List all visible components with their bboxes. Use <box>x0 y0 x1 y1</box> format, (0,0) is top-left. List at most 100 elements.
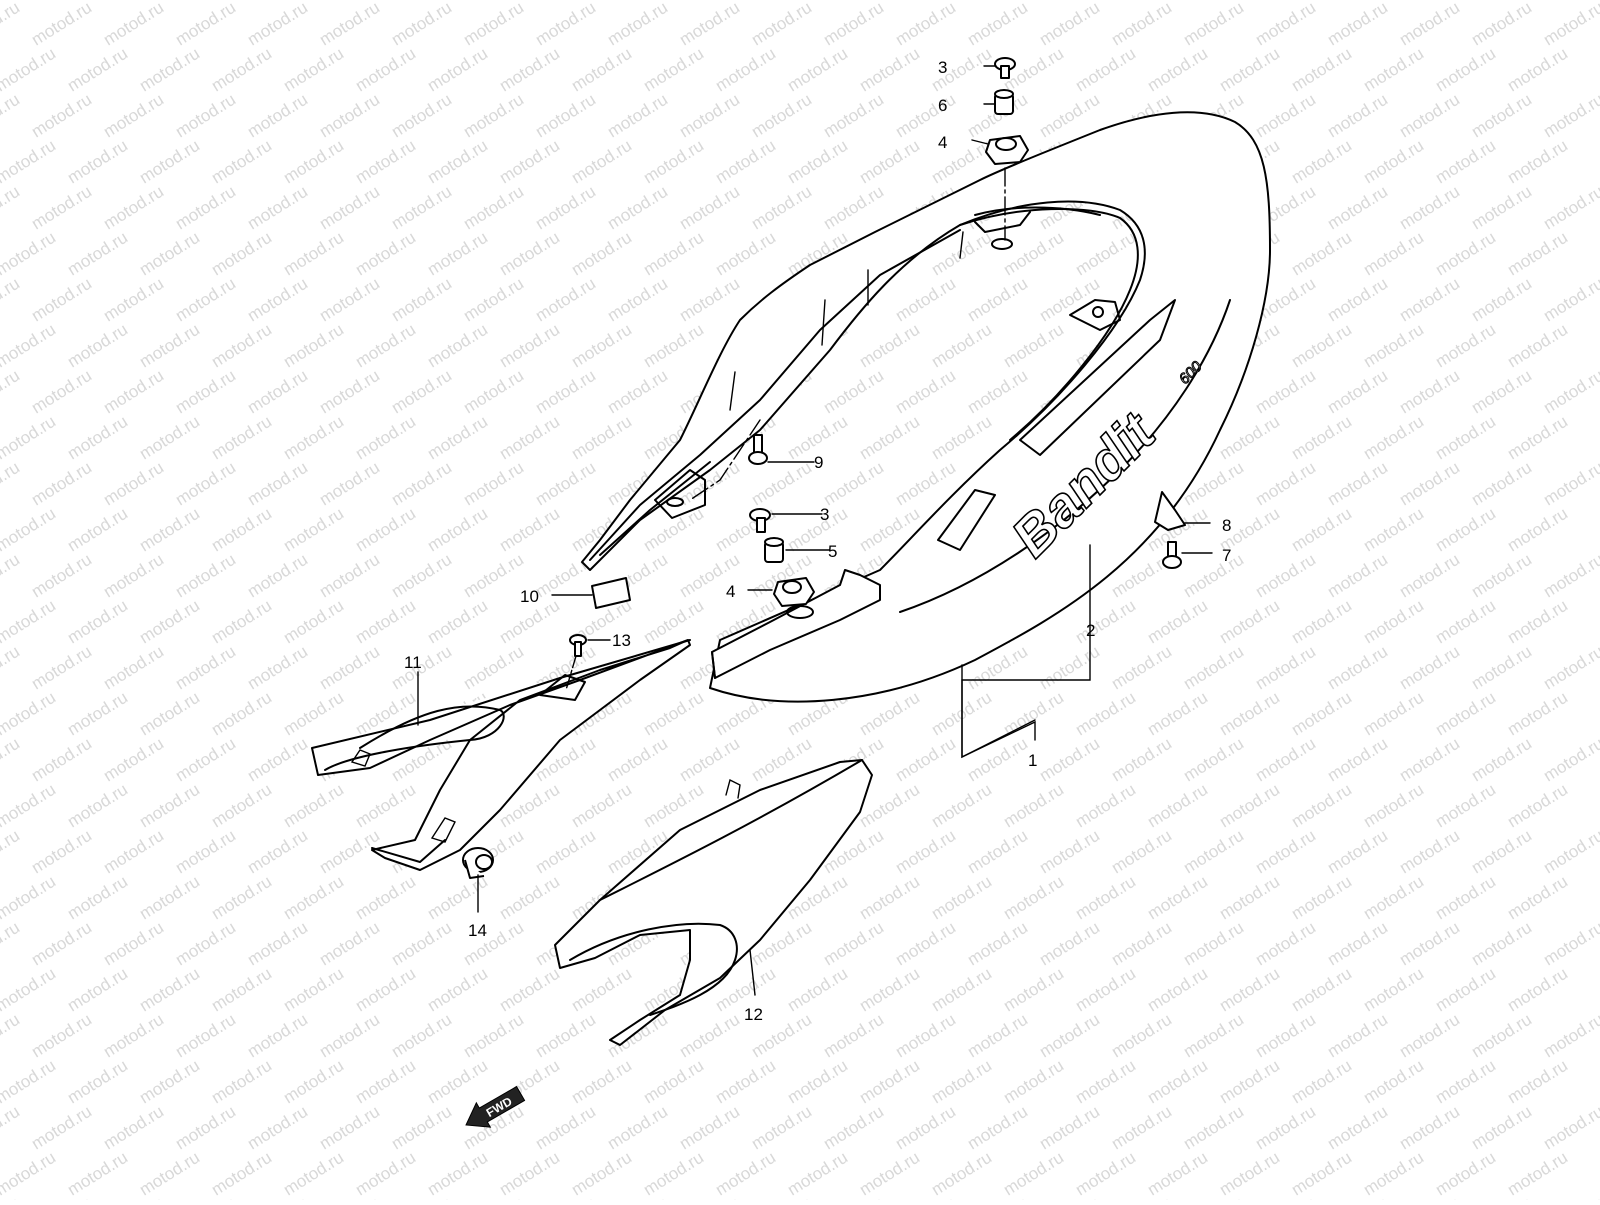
watermark-text: motod.ru <box>244 734 311 786</box>
watermark-text: motod.ru <box>388 550 455 602</box>
watermark-text: motod.ru <box>1288 964 1355 1016</box>
watermark-text: motod.ru <box>352 412 419 464</box>
watermark-text: motod.ru <box>460 274 527 326</box>
watermark-text: motod.ru <box>1216 964 1283 1016</box>
watermark-text: motod.ru <box>1288 320 1355 372</box>
watermark-text: motod.ru <box>1468 550 1535 602</box>
watermark-text: motod.ru <box>1288 136 1355 188</box>
watermark-text: motod.ru <box>532 1010 599 1062</box>
watermark-text: motod.ru <box>1396 1102 1463 1154</box>
watermark-text: motod.ru <box>1396 734 1463 786</box>
watermark-text: motod.ru <box>388 1102 455 1154</box>
watermark-text: motod.ru <box>316 642 383 694</box>
watermark-text: motod.ru <box>136 44 203 96</box>
watermark-text: motod.ru <box>0 918 23 970</box>
watermark-text: motod.ru <box>460 642 527 694</box>
watermark-text: motod.ru <box>1504 320 1571 372</box>
watermark-text: motod.ru <box>460 550 527 602</box>
watermark-text: motod.ru <box>100 458 167 510</box>
callout-7: 7 <box>1222 546 1231 565</box>
watermark-text: motod.ru <box>1540 458 1600 510</box>
watermark-text: motod.ru <box>0 642 23 694</box>
watermark-text: motod.ru <box>208 0 275 3</box>
watermark-text: motod.ru <box>0 320 59 372</box>
watermark-text: motod.ru <box>964 1194 1031 1200</box>
watermark-text: motod.ru <box>1504 872 1571 924</box>
watermark-text: motod.ru <box>1216 688 1283 740</box>
watermark-text: motod.ru <box>0 0 23 49</box>
watermark-text: motod.ru <box>1540 90 1600 142</box>
watermark-text: motod.ru <box>100 0 167 49</box>
watermark-text: motod.ru <box>1468 274 1535 326</box>
watermark-text: motod.ru <box>208 1056 275 1108</box>
watermark-text: motod.ru <box>0 964 59 1016</box>
watermark-text: motod.ru <box>712 1148 779 1200</box>
tail-cowl-rib <box>821 299 826 346</box>
watermark-text: motod.ru <box>352 780 419 832</box>
watermark-text: motod.ru <box>568 320 635 372</box>
grommet-14 <box>462 847 494 879</box>
watermark-text: motod.ru <box>820 1194 887 1200</box>
watermark-text: motod.ru <box>820 182 887 234</box>
side-cover-lower-edge <box>599 759 863 901</box>
watermark-text: motod.ru <box>280 228 347 280</box>
watermark-text: motod.ru <box>64 320 131 372</box>
screw-7 <box>1162 541 1182 569</box>
watermark-text: motod.ru <box>1504 228 1571 280</box>
watermark-text: motod.ru <box>1504 688 1571 740</box>
watermark-text: motod.ru <box>1252 1010 1319 1062</box>
watermark-text: motod.ru <box>928 1148 995 1200</box>
watermark-text: motod.ru <box>1360 504 1427 556</box>
watermark-text: motod.ru <box>1540 366 1600 418</box>
watermark-text: motod.ru <box>1072 44 1139 96</box>
watermark-text: motod.ru <box>676 182 743 234</box>
watermark-text: motod.ru <box>1000 688 1067 740</box>
watermark-text: motod.ru <box>1468 366 1535 418</box>
watermark-text: motod.ru <box>1180 1102 1247 1154</box>
watermark-text: motod.ru <box>928 320 995 372</box>
watermark-text: motod.ru <box>244 366 311 418</box>
watermark-text: motod.ru <box>1324 0 1391 49</box>
watermark-text: motod.ru <box>640 228 707 280</box>
watermark-text: motod.ru <box>856 0 923 3</box>
watermark-text: motod.ru <box>0 596 59 648</box>
watermark-text: motod.ru <box>1360 872 1427 924</box>
watermark-text: motod.ru <box>100 1194 167 1200</box>
leader-lines <box>417 65 1213 996</box>
watermark-text: motod.ru <box>64 872 131 924</box>
watermark-text: motod.ru <box>784 1148 851 1200</box>
watermark-text: motod.ru <box>244 0 311 49</box>
watermark-text: motod.ru <box>172 0 239 49</box>
watermark-text: motod.ru <box>460 458 527 510</box>
watermark-text: motod.ru <box>388 0 455 49</box>
watermark-text: motod.ru <box>1252 1102 1319 1154</box>
watermark-text: motod.ru <box>244 90 311 142</box>
watermark-text: motod.ru <box>172 274 239 326</box>
watermark-text: motod.ru <box>172 826 239 878</box>
watermark-text: motod.ru <box>1432 872 1499 924</box>
watermark-text: motod.ru <box>172 182 239 234</box>
watermark-text: motod.ru <box>892 1194 959 1200</box>
watermark-text: motod.ru <box>1468 458 1535 510</box>
callout-12: 12 <box>744 1005 763 1024</box>
watermark-text: motod.ru <box>1108 1010 1175 1062</box>
watermark-text: motod.ru <box>100 90 167 142</box>
watermark-text: motod.ru <box>1432 0 1499 3</box>
watermark-text: motod.ru <box>64 964 131 1016</box>
watermark-text: motod.ru <box>964 826 1031 878</box>
watermark-text: motod.ru <box>1252 826 1319 878</box>
watermark-text: motod.ru <box>0 274 23 326</box>
watermark-text: motod.ru <box>1432 1148 1499 1200</box>
watermark-text: motod.ru <box>1036 0 1103 49</box>
callout-1: 1 <box>1028 751 1037 770</box>
watermark-text: motod.ru <box>1180 734 1247 786</box>
watermark-text: motod.ru <box>424 228 491 280</box>
watermark-text: motod.ru <box>1000 0 1067 3</box>
watermark-text: motod.ru <box>1072 1056 1139 1108</box>
watermark-text: motod.ru <box>964 366 1031 418</box>
watermark-text: motod.ru <box>1432 136 1499 188</box>
watermark-text: motod.ru <box>1252 918 1319 970</box>
watermark-text: motod.ru <box>1324 90 1391 142</box>
watermark-text: motod.ru <box>1144 780 1211 832</box>
